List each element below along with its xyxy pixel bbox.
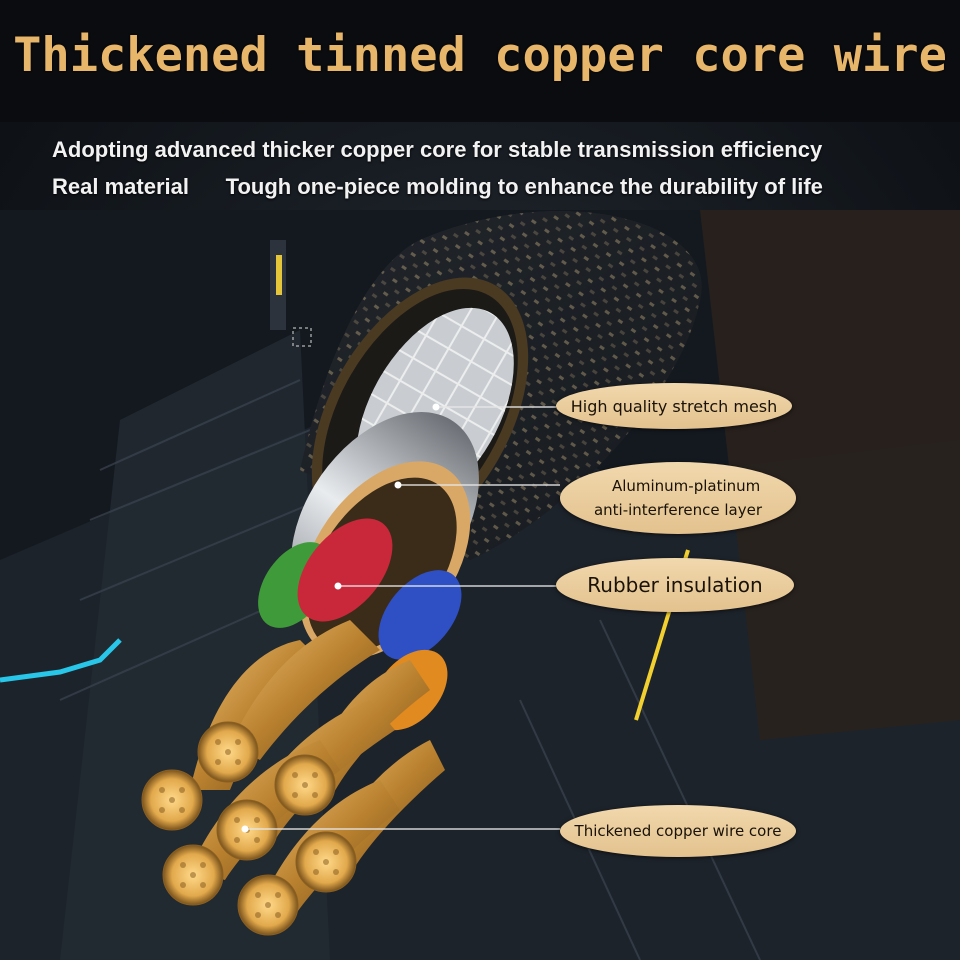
callout-aluminum-line-2: anti-interference layer bbox=[593, 501, 763, 519]
subtitle-line-2: Real material Tough one-piece molding to… bbox=[52, 174, 823, 199]
callout-stretch-mesh-text: High quality stretch mesh bbox=[570, 396, 778, 416]
callout-rubber-insulation: Rubber insulation bbox=[556, 558, 794, 612]
callout-rubber-insulation-text: Rubber insulation bbox=[587, 573, 763, 597]
callout-copper-core: Thickened copper wire core bbox=[560, 805, 796, 857]
callout-stretch-mesh: High quality stretch mesh bbox=[556, 383, 792, 429]
callout-copper-core-text: Thickened copper wire core bbox=[574, 822, 782, 840]
headline: Thickened tinned copper core wire bbox=[13, 28, 947, 83]
callout-aluminum-layer: Aluminum-platinum anti-interference laye… bbox=[560, 462, 796, 534]
subtitle-line-1: Adopting advanced thicker copper core fo… bbox=[52, 137, 823, 162]
title-band bbox=[0, 0, 960, 122]
callout-aluminum-line-1: Aluminum-platinum bbox=[611, 477, 761, 495]
